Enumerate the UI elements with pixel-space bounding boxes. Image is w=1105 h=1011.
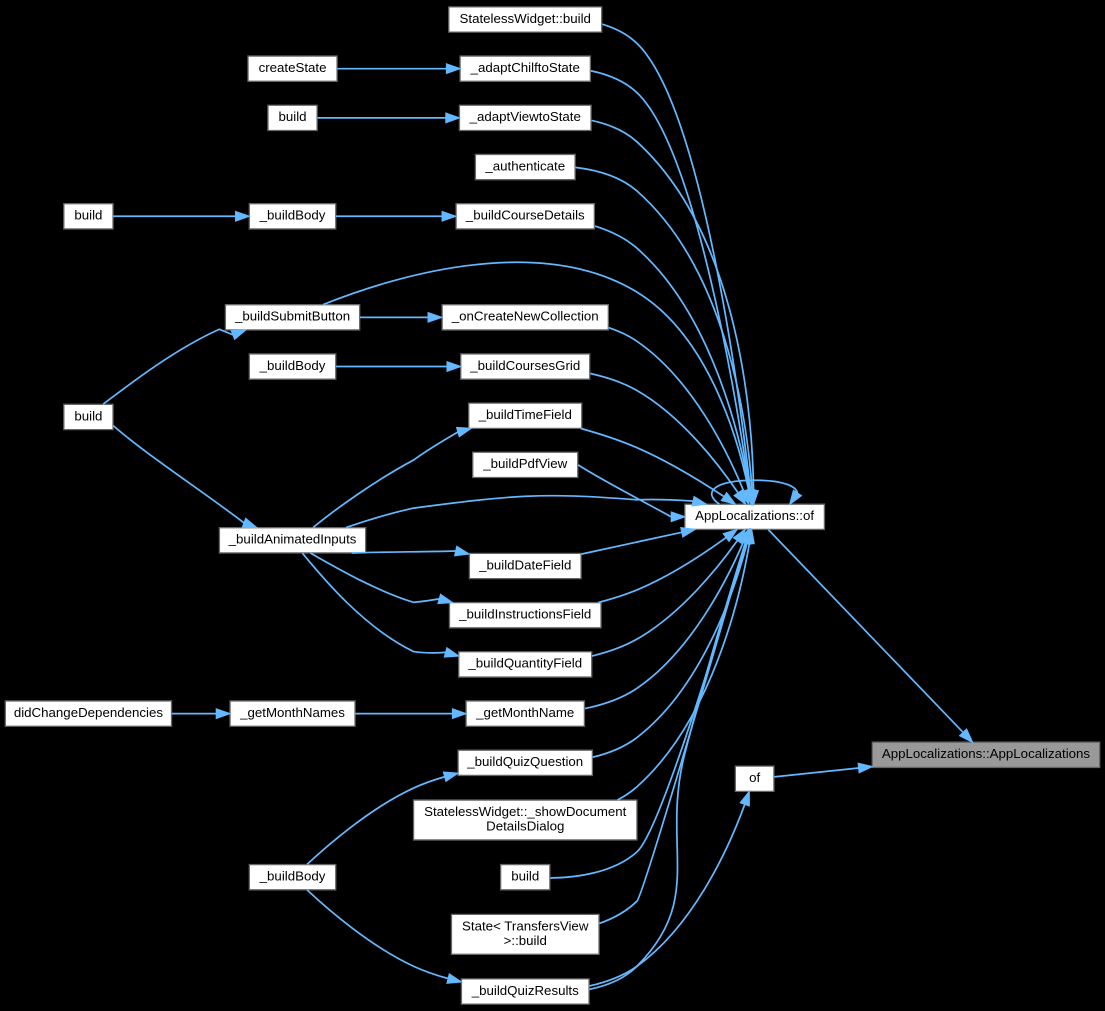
svg-text:_buildCourseDetails: _buildCourseDetails [465, 208, 585, 223]
svg-text:State< TransfersView: State< TransfersView [462, 918, 589, 933]
svg-text:_buildBody: _buildBody [259, 208, 326, 223]
svg-text:_buildAnimatedInputs: _buildAnimatedInputs [228, 532, 357, 547]
svg-text:DetailsDialog: DetailsDialog [486, 819, 564, 834]
svg-text:_buildBody: _buildBody [259, 868, 326, 883]
svg-text:_buildPdfView: _buildPdfView [482, 456, 567, 471]
svg-text:_buildQuantityField: _buildQuantityField [467, 656, 582, 671]
svg-text:_buildQuizResults: _buildQuizResults [471, 983, 579, 998]
svg-text:_getMonthNames: _getMonthNames [239, 705, 345, 720]
svg-text:AppLocalizations::of: AppLocalizations::of [695, 508, 814, 523]
svg-text:StatelessWidget::_showDocument: StatelessWidget::_showDocument [424, 804, 627, 819]
svg-text:_adaptChilftoState: _adaptChilftoState [470, 60, 580, 75]
svg-text:_authenticate: _authenticate [484, 158, 565, 173]
svg-text:build: build [511, 868, 539, 883]
svg-text:build: build [74, 408, 102, 423]
svg-text:_onCreateNewCollection: _onCreateNewCollection [451, 309, 599, 324]
svg-text:of: of [749, 770, 760, 785]
svg-text:_buildBody: _buildBody [259, 358, 326, 373]
svg-text:StatelessWidget::build: StatelessWidget::build [460, 11, 591, 26]
svg-text:_buildQuizQuestion: _buildQuizQuestion [466, 754, 583, 769]
svg-text:build: build [74, 208, 102, 223]
svg-text:_buildCoursesGrid: _buildCoursesGrid [469, 358, 580, 373]
svg-text:_buildTimeField: _buildTimeField [478, 407, 572, 422]
svg-text:createState: createState [259, 60, 327, 75]
svg-text:_buildDateField: _buildDateField [478, 557, 571, 572]
svg-text:AppLocalizations::AppLocalizat: AppLocalizations::AppLocalizations [882, 746, 1091, 761]
svg-text:>::build: >::build [504, 933, 547, 948]
svg-text:_getMonthName: _getMonthName [475, 705, 574, 720]
svg-text:_buildSubmitButton: _buildSubmitButton [234, 309, 350, 324]
svg-text:_adaptViewtoState: _adaptViewtoState [469, 109, 581, 124]
svg-text:build: build [279, 109, 307, 124]
svg-text:_buildInstructionsField: _buildInstructionsField [458, 607, 591, 622]
svg-text:didChangeDependencies: didChangeDependencies [14, 705, 164, 720]
